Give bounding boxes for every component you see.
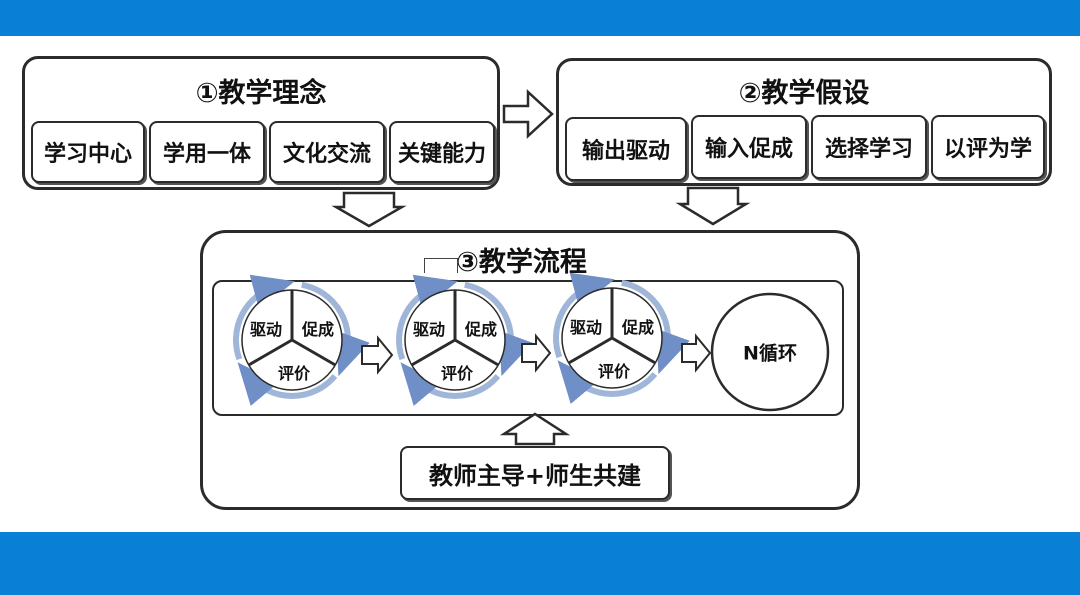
wheel-divider — [454, 338, 500, 367]
wheel-divider — [567, 336, 613, 365]
assess-label: 评价 — [440, 364, 474, 383]
wheel-divider — [291, 338, 337, 367]
wheel-divider — [410, 338, 456, 367]
up-arrow — [499, 412, 571, 446]
wheel-divider — [247, 338, 293, 367]
assess-label: 评价 — [597, 362, 631, 381]
cycle-wheel — [233, 274, 370, 406]
cycle-arrow — [301, 281, 370, 377]
right-arrow — [361, 335, 394, 375]
right-arrow — [502, 89, 554, 139]
facilitate-label: 促成 — [621, 318, 655, 337]
n-cycle-circle — [710, 292, 830, 412]
drive-label: 驱动 — [569, 318, 603, 337]
cycle-arrow — [233, 274, 295, 361]
cycle-arrow — [400, 362, 501, 406]
facilitate-label: 促成 — [464, 320, 498, 339]
hypothesis-box: 输入促成 — [691, 115, 807, 179]
hypothesis-box: 输出驱动 — [565, 117, 687, 181]
right-arrow — [681, 333, 712, 373]
concept-box: 关键能力 — [389, 121, 495, 183]
cycle-arrow — [237, 362, 338, 406]
cycle-arrow — [553, 272, 615, 359]
hypothesis-box: 选择学习 — [811, 115, 927, 179]
teaching-philosophy-panel: ①教学理念 学习中心 学用一体 文化交流 关键能力 — [22, 56, 500, 190]
down-arrow — [331, 191, 407, 228]
panel-title: ②教学假设 — [738, 78, 870, 109]
panel-title: ③教学流程 — [456, 247, 587, 278]
wheel-divider — [611, 336, 657, 365]
concept-box: 学用一体 — [149, 121, 265, 183]
top-banner — [0, 0, 1080, 36]
cycle-arrow — [396, 274, 458, 361]
hypothesis-box: 以评为学 — [931, 115, 1045, 179]
cycle-arrow — [621, 279, 690, 375]
right-arrow — [521, 333, 552, 373]
bottom-banner — [0, 532, 1080, 595]
panel-title: ①教学理念 — [195, 78, 327, 109]
teaching-hypothesis-panel: ②教学假设 输出驱动 输入促成 选择学习 以评为学 — [556, 58, 1052, 186]
facilitate-label: 促成 — [301, 320, 335, 339]
cycle-arrow — [464, 281, 533, 377]
cycle-wheel — [396, 274, 533, 406]
cycle-arrow — [557, 360, 658, 404]
title-connector — [424, 258, 458, 273]
concept-box: 学习中心 — [31, 121, 145, 183]
n-cycle-label: N循环 — [743, 342, 797, 365]
concept-box: 文化交流 — [269, 121, 385, 183]
cycle-wheel — [553, 272, 690, 404]
teacher-led-box: 教师主导+师生共建 — [400, 446, 670, 500]
assess-label: 评价 — [277, 364, 311, 383]
down-arrow — [675, 186, 751, 226]
drive-label: 驱动 — [249, 320, 283, 339]
drive-label: 驱动 — [412, 320, 446, 339]
